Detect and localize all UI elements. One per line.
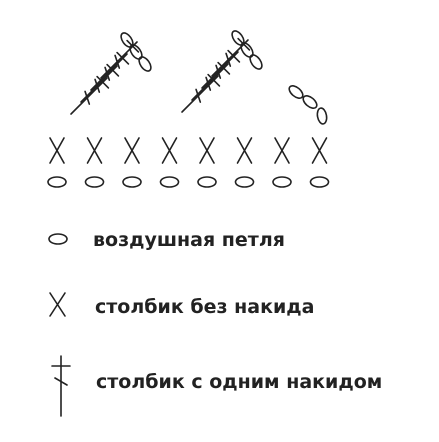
chain-stitch-icon [302,95,318,109]
legend-label-dc: столбик с одним накидом [96,371,382,393]
sc-symbol-icon [49,292,66,317]
sc-stitch-icon [274,137,290,164]
sc-stitch-icon [199,137,215,164]
chain-stitch-icon [240,42,254,58]
dc-fan [181,30,263,113]
chain-stitch-icon [272,176,292,188]
chain-stitch-icon [231,30,245,46]
sc-stitch-icon [124,137,140,164]
chain-stitch-icon [234,176,255,188]
dc-stitch-icon [90,51,130,91]
dc-stitch-icon [181,73,221,113]
dc-fans [70,30,328,125]
sc-stitch-icon [161,137,178,164]
chain-stitch-icon [249,54,263,70]
chain-stitch-icon [122,176,142,188]
chain-tail [288,85,328,125]
legend-item-chain: воздушная петля [48,229,285,251]
chain-stitch-icon [47,176,67,188]
sc-stitch-icon [311,137,328,164]
sc-stitch-icon [236,137,253,164]
chain-stitch-icon [197,176,217,188]
chain-stitch-icon [84,176,105,188]
dc-symbol-icon [51,355,71,417]
chain-stitch-icon [316,107,328,125]
legend-label-chain: воздушная петля [93,229,285,251]
chain-stitch-icon [129,44,143,60]
chain-stitch-icon [120,32,134,48]
dc-stitch-icon [191,61,231,101]
chain-stitch-icon [138,56,152,72]
legend-item-dc: столбик с одним накидом [51,355,382,417]
chain-stitch-icon [288,85,304,99]
legend-item-sc: столбик без накида [49,292,314,318]
sc-row [49,137,328,164]
dc-fan [70,32,152,115]
legend-label-sc: столбик без накида [95,296,314,318]
chain-symbol-icon [48,233,68,245]
sc-stitch-icon [86,137,103,164]
chain-stitch-icon [309,176,330,188]
dc-stitch-icon [80,63,120,103]
chain-row [47,176,330,188]
legend: воздушная петля столбик без накида столб… [48,229,382,417]
dc-stitch-icon [201,49,241,89]
sc-stitch-icon [49,137,65,164]
chain-stitch-icon [159,176,180,188]
dc-stitch-icon [70,75,110,115]
